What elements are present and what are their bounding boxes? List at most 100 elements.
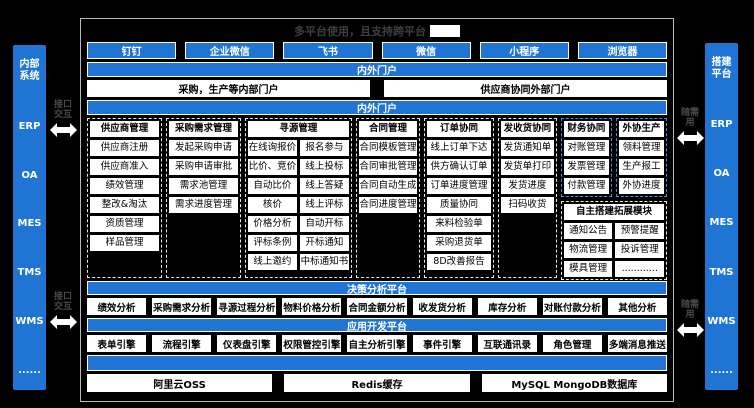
module-cell: 线上答疑 bbox=[299, 178, 349, 194]
engine-cell: 自主分析引擎 bbox=[347, 335, 407, 352]
group-title: 订单协同 bbox=[427, 121, 491, 137]
module-cell: 发货进度 bbox=[500, 178, 554, 194]
left-connector-bottom: 接口 交互 bbox=[46, 292, 80, 329]
group-title: 发收货协同 bbox=[500, 121, 554, 137]
module-cell: 合同模板管理 bbox=[358, 140, 418, 156]
analysis-cell: 对账付款分析 bbox=[542, 298, 602, 315]
module-cell: 外协进度 bbox=[618, 178, 665, 194]
group-title: 外协生产 bbox=[618, 121, 665, 137]
group-contract-management: 合同管理 合同模板管理合同审批管理合同自动生成合同进度管理 bbox=[355, 118, 421, 278]
panel-title-row: 多平台使用，且支持跨平台 bbox=[87, 23, 667, 38]
module-cell: 生产报工 bbox=[618, 159, 665, 175]
group-custom-extension-modules: 自主搭建拓展模块 通知公告预警提醒物流管理投诉管理模具管理...........… bbox=[560, 201, 668, 280]
module-cell: 投诉管理 bbox=[615, 242, 665, 258]
engine-cell: 仪表盘引擎 bbox=[217, 335, 277, 352]
module-cell: 领料管理 bbox=[618, 140, 665, 156]
rail-item-mes: MES bbox=[709, 217, 734, 229]
module-cell: 供应商准入 bbox=[90, 159, 159, 175]
channel-row: 钉钉企业微信飞书微信小程序浏览器 bbox=[87, 42, 668, 59]
engine-cell: 流程引擎 bbox=[152, 335, 212, 352]
module-cell: 合同自动生成 bbox=[358, 178, 418, 194]
channel-chip: 企业微信 bbox=[185, 42, 275, 59]
left-connector-top: 接口 交互 bbox=[46, 100, 80, 137]
group-title: 合同管理 bbox=[358, 121, 418, 137]
analysis-cell: 合同金额分析 bbox=[347, 298, 407, 315]
group-finance-outsourcing-extension: 财务协同 对账管理发票管理付款管理 外协生产 领料管理生产报工外协进度 自主搭建… bbox=[560, 118, 668, 280]
double-arrow-icon bbox=[49, 315, 77, 329]
module-cell: 发货单打印 bbox=[500, 159, 554, 175]
module-cell: 合同审批管理 bbox=[358, 159, 418, 175]
module-cell: 线上评标 bbox=[299, 197, 349, 213]
engine-cell: 互联通讯录 bbox=[477, 335, 537, 352]
on-demand-label: 随需 用 bbox=[680, 108, 699, 128]
decision-platform-bar: 决策分析平台 bbox=[87, 281, 667, 296]
portal-box: 供应商协同外部门户 bbox=[384, 80, 667, 97]
module-cell: 扫码收货 bbox=[500, 197, 554, 213]
dev-platform-bar: 应用开发平台 bbox=[87, 318, 667, 333]
module-cell: 样品管理 bbox=[90, 235, 159, 251]
module-cell: 采购申请审批 bbox=[168, 159, 238, 175]
group-title: 自主搭建拓展模块 bbox=[563, 204, 665, 220]
title-highlight-chip bbox=[430, 24, 460, 37]
module-cell: 来料检验单 bbox=[427, 216, 491, 232]
infrastructure-box: MySQL MongoDB数据库 bbox=[481, 374, 667, 392]
group-title: 寻源管理 bbox=[247, 121, 349, 137]
module-grid: 供应商管理 供应商注册供应商准入绩效管理整改&淘汰资质管理样品管理 采购需求管理… bbox=[87, 118, 668, 280]
analysis-cell: 寻源过程分析 bbox=[217, 298, 277, 315]
module-cell: 订单进度管理 bbox=[427, 178, 491, 194]
module-cell: 发票管理 bbox=[563, 159, 609, 175]
group-supplier-management: 供应商管理 供应商注册供应商准入绩效管理整改&淘汰资质管理样品管理 bbox=[87, 118, 162, 278]
build-platform-title: 搭建 平台 bbox=[711, 57, 732, 80]
rail-item-mes: MES bbox=[17, 218, 42, 230]
internal-systems-title: 内部 系统 bbox=[19, 59, 40, 82]
sourcing-columns: 在线询报价比价、竞价自动比价核价价格分析评标条例线上邀约 报名参与线上投标线上答… bbox=[247, 140, 349, 270]
engine-cell: 多端消息推送 bbox=[607, 335, 667, 352]
module-cell: 物流管理 bbox=[563, 242, 613, 258]
module-cell: 线上订单下达 bbox=[427, 140, 491, 156]
module-cell: ............ bbox=[615, 261, 665, 277]
channel-chip: 微信 bbox=[381, 42, 471, 59]
finance-outsourcing-row: 财务协同 对账管理发票管理付款管理 外协生产 领料管理生产报工外协进度 bbox=[560, 118, 668, 197]
module-cell: 核价 bbox=[247, 197, 297, 213]
module-cell: 供方确认订单 bbox=[427, 159, 491, 175]
rail-item-wms: WMS bbox=[707, 315, 736, 327]
internal-systems-rail: 内部 系统 ERP OA MES TMS WMS ...... bbox=[13, 45, 46, 390]
module-cell: 中标通知书 bbox=[299, 254, 349, 270]
rail-item-tms: TMS bbox=[709, 266, 734, 278]
right-connector-bottom: 随需 用 bbox=[673, 300, 707, 337]
engine-row: 表单引擎流程引擎仪表盘引擎权限管控引擎自主分析引擎事件引擎互联通讯录角色管理多端… bbox=[87, 335, 667, 352]
module-cell: 价格分析 bbox=[247, 216, 297, 232]
module-cell: 8D改善报告 bbox=[427, 254, 491, 270]
interface-label: 接口 交互 bbox=[53, 100, 72, 120]
group-sourcing-management: 寻源管理 在线询报价比价、竞价自动比价核价价格分析评标条例线上邀约 报名参与线上… bbox=[244, 118, 352, 278]
portal-bar-top: 内外门户 bbox=[87, 62, 667, 77]
rail-item-erp: ERP bbox=[710, 119, 733, 131]
rail-item-erp: ERP bbox=[18, 120, 41, 132]
portal-bar-bottom: 内外门户 bbox=[87, 100, 667, 115]
module-cell: 资质管理 bbox=[90, 216, 159, 232]
module-cell: 线上邀约 bbox=[247, 254, 297, 270]
module-cell: 模具管理 bbox=[563, 261, 613, 277]
double-arrow-icon bbox=[49, 123, 77, 137]
channel-chip: 小程序 bbox=[479, 42, 569, 59]
module-cell: 自动开标 bbox=[299, 216, 349, 232]
module-cell: 整改&淘汰 bbox=[90, 197, 159, 213]
analysis-row: 绩效分析采购需求分析寻源过程分析物料价格分析合同金额分析收发货分析库存分析对账付… bbox=[87, 298, 667, 315]
module-cell: 自动比价 bbox=[247, 178, 297, 194]
module-cell: 比价、竞价 bbox=[247, 159, 297, 175]
group-finance-collaboration: 财务协同 对账管理发票管理付款管理 bbox=[560, 118, 612, 197]
analysis-cell: 绩效分析 bbox=[87, 298, 147, 315]
module-cell: 质量协同 bbox=[427, 197, 491, 213]
module-cell: 评标条例 bbox=[247, 235, 297, 251]
rail-item-oa: OA bbox=[713, 168, 730, 180]
group-shipping-collaboration: 发收货协同 发货通知单发货单打印发货进度扫码收货 bbox=[497, 118, 557, 278]
analysis-cell: 库存分析 bbox=[477, 298, 537, 315]
architecture-panel: 多平台使用，且支持跨平台 钉钉企业微信飞书微信小程序浏览器 内外门户 采购，生产… bbox=[80, 18, 674, 402]
channel-chip: 钉钉 bbox=[87, 42, 177, 59]
group-demand-management: 采购需求管理 发起采购申请采购申请审批需求池管理需求进度管理 bbox=[165, 118, 241, 278]
engine-cell: 表单引擎 bbox=[87, 335, 147, 352]
rail-item-tms: TMS bbox=[17, 267, 42, 279]
module-cell: 开标通知 bbox=[299, 235, 349, 251]
